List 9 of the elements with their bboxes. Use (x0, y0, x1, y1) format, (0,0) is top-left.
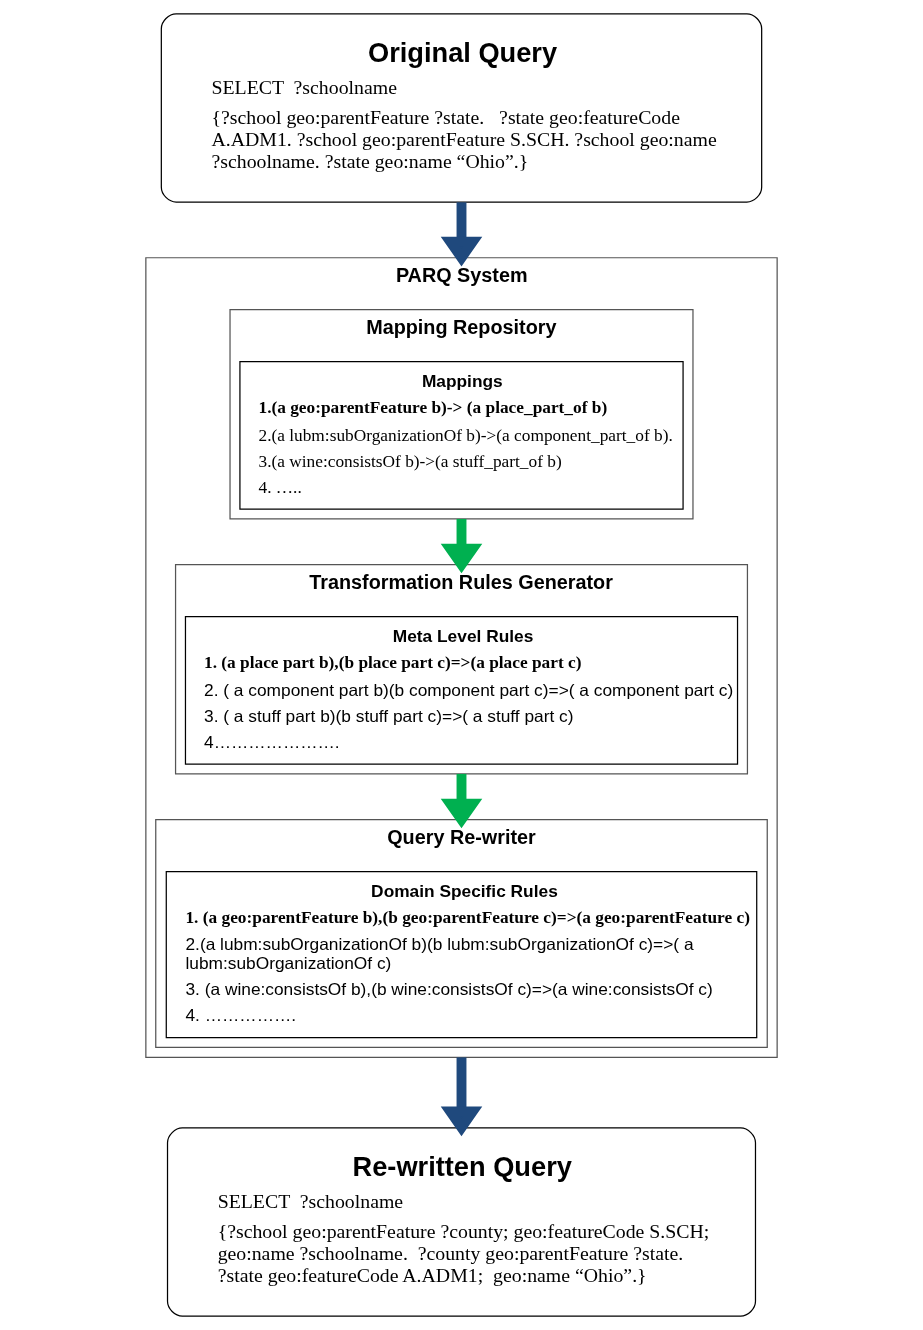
node-box: Mappings 1.(a geo:parentFeature b)-> (a place_part_of b) 2.(a lubm:subOrganizationOf b)->(a component_part_of b). 3.(a wine:consistsOf b)->(a stuff_part_of b) 4. ….. (239, 361, 684, 510)
arrow (440, 1057, 483, 1137)
node-box: Domain Specific Rules 1. (a geo:parentFeature b),(b geo:parentFeature c)=>(a geo:parentFeature c) 2.(a lubm:subOrganizationOf b)(b lubm:subOrganizationOf c)=>( a lubm:subOrganizationOf c) 3. (a wine:consistsOf b),(b wine:consistsOf c)=>(a wine:consistsOf c) 4. ……………. (165, 871, 758, 1039)
node-box: Re-written Query SELECT ?schoolname {?school geo:parentFeature ?county; geo:featureCode S.SCH; geo:name ?schoolname. ?county geo:parentFeature ?state. ?state geo:featureCode A.ADM1; geo:name “Ohio”.} (166, 1127, 757, 1317)
arrow (440, 202, 483, 267)
arrow (440, 518, 483, 574)
node-box: Meta Level Rules 1. (a place part b),(b place part c)=>(a place part c) 2. ( a component part b)(b component part c)=>( a component part c) 3. ( a stuff part b)(b stuff part c)=>( a stuff part c) 4…………………. (184, 616, 739, 765)
arrow (440, 773, 483, 829)
node-box: Original Query SELECT ?schoolname {?school geo:parentFeature ?state. ?state geo:featureCode A.ADM1. ?school geo:parentFeature S.SCH. ?school geo:name ?schoolname. ?state geo:name “Ohio”.} (160, 13, 763, 203)
